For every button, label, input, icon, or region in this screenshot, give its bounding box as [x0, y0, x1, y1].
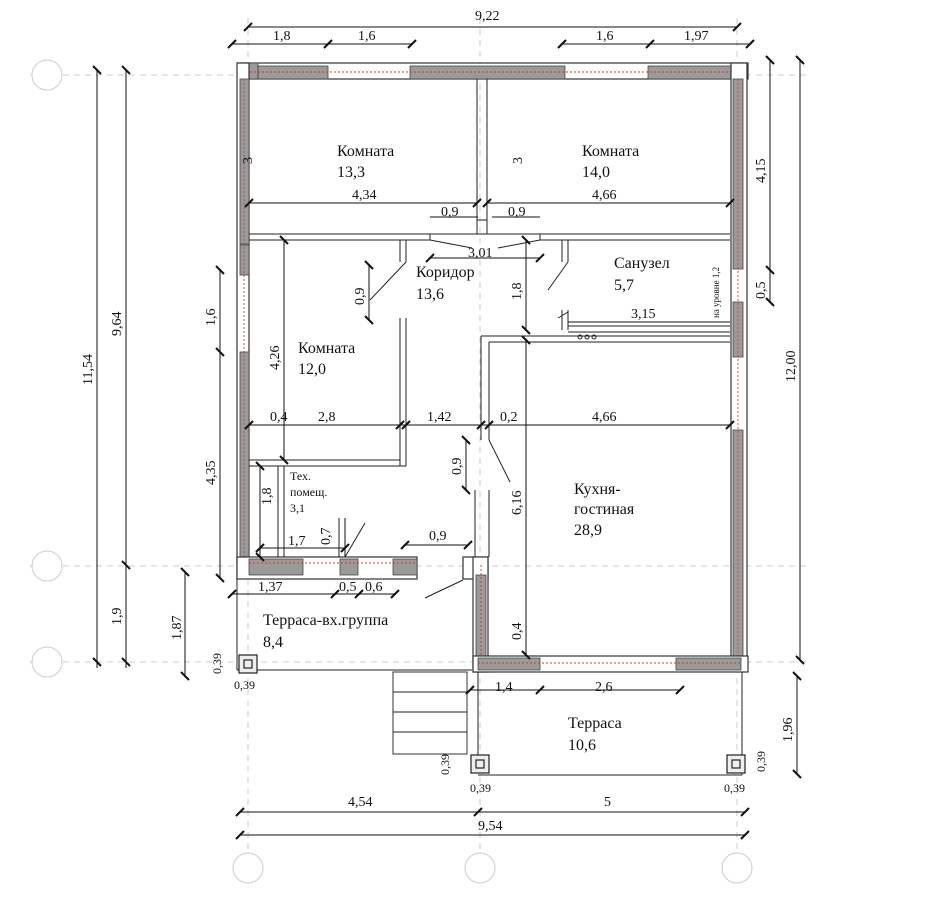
- dim-col-b1: 0,39: [438, 754, 452, 775]
- tech-name1: Тех.: [290, 469, 311, 483]
- dimension-labels: 9,22 1,8 1,6 1,6 1,97 11,54 9,64 1,9 1,6…: [81, 9, 799, 834]
- kitchen-name2: гостиная: [574, 501, 635, 518]
- dim-tech-h: 1,8: [260, 488, 275, 506]
- dimension-lines: [92, 22, 805, 840]
- dim-bath-h: 1,8: [510, 283, 525, 301]
- dim-left-16: 1,6: [204, 309, 219, 327]
- terrace-entry-area: 8,4: [263, 634, 283, 651]
- dim-k-04: 0,4: [510, 623, 525, 641]
- corridor-name: Коридор: [416, 264, 475, 281]
- axis-marker: [464, 852, 496, 884]
- axis-marker: [232, 852, 264, 884]
- dim-right-196: 1,96: [781, 718, 796, 743]
- dim-room3-h: 4,26: [268, 346, 283, 371]
- dim-corr-w: 3,01: [468, 246, 493, 261]
- dim-room1-w: 4,34: [352, 188, 377, 203]
- dim-left-bottom: 1,9: [110, 608, 125, 626]
- room2-name: Комната: [582, 143, 639, 160]
- dim-room2-w: 4,66: [592, 188, 617, 203]
- axis-marker: [31, 550, 63, 582]
- interior-walls: [249, 79, 730, 599]
- dim-tech-w: 1,7: [288, 534, 306, 549]
- dim-ter-26: 2,6: [595, 680, 613, 695]
- dim-col-c1: 0,39: [754, 751, 768, 772]
- terrace-area: 10,6: [568, 737, 596, 754]
- dim-ter-14: 1,4: [495, 680, 513, 695]
- dim-col-b2: 0,39: [470, 781, 491, 795]
- dim-bath-w: 3,15: [631, 307, 656, 322]
- dim-bot-5: 5: [604, 795, 611, 810]
- dim-top-b: 1,6: [358, 29, 376, 44]
- dim-left-435: 4,35: [204, 461, 219, 486]
- room1-area: 13,3: [337, 164, 365, 181]
- dim-ter-05: 0,5: [339, 580, 357, 595]
- dim-ter-137: 1,37: [258, 580, 283, 595]
- dim-tech-d: 0,7: [319, 528, 334, 546]
- dim-door-a: 0,9: [441, 205, 459, 220]
- dim-k-09: 0,9: [450, 458, 465, 476]
- dim-left-outer: 11,54: [81, 354, 96, 385]
- dim-col-a2: 0,39: [234, 678, 255, 692]
- dim-top-total: 9,22: [475, 9, 500, 24]
- bathroom-area: 5,7: [614, 277, 634, 294]
- dim-corr-door: 0,9: [353, 288, 368, 306]
- dim-left-inner: 9,64: [110, 312, 125, 337]
- dim-top-a: 1,8: [273, 29, 291, 44]
- axis-marker: [721, 852, 753, 884]
- dim-right-1200: 12,00: [784, 351, 799, 383]
- dim-r3-142: 1,42: [427, 410, 452, 425]
- dim-door-b: 0,9: [508, 205, 526, 220]
- axis-marker: [31, 59, 63, 91]
- dim-room2-h: 3: [511, 157, 526, 164]
- dim-bot-total: 9,54: [478, 819, 503, 834]
- dim-room1-h: 3: [241, 157, 256, 164]
- dim-r3-04: 0,4: [270, 410, 288, 425]
- level-note: на уровне 1,2: [711, 267, 721, 318]
- dim-ent-09: 0,9: [429, 529, 447, 544]
- dim-col-a1: 0,39: [210, 653, 224, 674]
- dim-top-d: 1,97: [684, 29, 709, 44]
- tech-name2: помещ.: [290, 485, 327, 499]
- dim-ter-06: 0,6: [365, 580, 383, 595]
- tech-area: 3,1: [290, 501, 305, 515]
- dim-right-415: 4,15: [754, 159, 769, 184]
- terrace-entry-name: Терраса-вх.группа: [263, 612, 388, 629]
- dim-left-187: 1,87: [170, 616, 185, 641]
- dim-col-c2: 0,39: [724, 781, 745, 795]
- terrace-name: Терраса: [568, 715, 622, 732]
- corridor-area: 13,6: [416, 286, 444, 303]
- room3-name: Комната: [298, 340, 355, 357]
- room2-area: 14,0: [582, 164, 610, 181]
- room3-area: 12,0: [298, 361, 326, 378]
- dim-top-c: 1,6: [596, 29, 614, 44]
- terraces: [236, 579, 746, 776]
- bathroom-name: Санузел: [614, 255, 670, 272]
- room1-name: Комната: [337, 143, 394, 160]
- kitchen-area: 28,9: [574, 522, 602, 539]
- dim-r3-28: 2,8: [318, 410, 336, 425]
- room-labels: Комната 13,3 Комната 14,0 Коридор 13,6 С…: [263, 143, 721, 754]
- dim-right-05: 0,5: [754, 282, 769, 300]
- kitchen-name1: Кухня-: [574, 481, 621, 498]
- dim-bot-454: 4,54: [348, 795, 373, 810]
- axis-marker: [31, 646, 63, 678]
- dim-r3-02: 0,2: [500, 410, 518, 425]
- outer-walls: [236, 62, 749, 673]
- dim-k-466: 4,66: [592, 410, 617, 425]
- dim-k-616: 6,16: [510, 491, 525, 516]
